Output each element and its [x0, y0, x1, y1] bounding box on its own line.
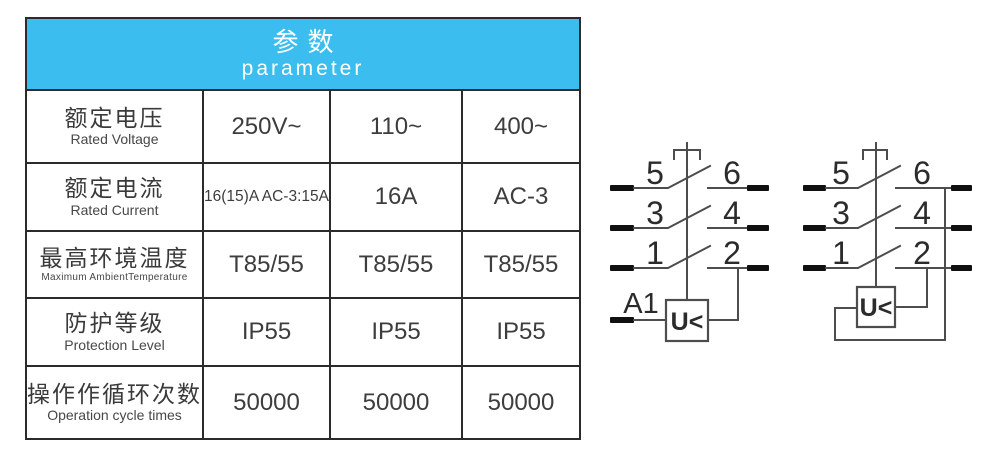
terminal-stub	[610, 185, 634, 191]
contact-5-6	[610, 164, 769, 191]
terminal-label-2: 2	[723, 235, 741, 271]
value-text: 16(15)A AC-3:15A	[204, 188, 329, 205]
label-en: Rated Current	[70, 201, 159, 218]
wiring-diagram-right: 5 6 3 4 1 2 U<	[803, 142, 972, 341]
value-text: 50000	[487, 388, 555, 416]
value-text: T85/55	[483, 250, 559, 278]
value-text: T85/55	[358, 250, 434, 278]
table-title-zh: 参数	[272, 26, 343, 57]
coil-to-terminal2-wire	[894, 267, 928, 308]
terminal-label-2: 2	[913, 235, 931, 271]
terminal-label-3: 3	[646, 195, 664, 231]
contact-1-2	[610, 244, 769, 271]
row-label-protection-level: 防护等级 Protection Level	[27, 297, 202, 365]
cell-protection-3: IP55	[461, 297, 579, 365]
terminal-label-6: 6	[913, 155, 931, 191]
contact-3-4	[803, 204, 972, 231]
row-label-max-ambient-temperature: 最高环境温度 Maximum AmbientTemperature	[27, 230, 202, 297]
row-label-rated-current: 额定电流 Rated Current	[27, 162, 202, 230]
push-button-actuator-icon	[673, 142, 701, 301]
cell-protection-1: IP55	[202, 297, 329, 365]
terminal-label-6: 6	[723, 155, 741, 191]
cell-cycles-3: 50000	[461, 365, 579, 438]
value-text: 16A	[374, 183, 418, 210]
label-zh: 额定电流	[64, 175, 165, 202]
value-text: T85/55	[229, 250, 304, 278]
value-text: 50000	[233, 388, 300, 416]
row-label-rated-voltage: 额定电压 Rated Voltage	[27, 89, 202, 162]
label-zh: 最高环境温度	[39, 245, 190, 272]
value-text: 110~	[369, 112, 423, 140]
label-en: Maximum AmbientTemperature	[41, 271, 188, 283]
terminal-label-4: 4	[913, 195, 931, 231]
contact-5-6	[803, 164, 972, 191]
cell-rated-voltage-1: 250V~	[202, 89, 329, 162]
cell-cycles-2: 50000	[329, 365, 461, 438]
terminal-label-4: 4	[723, 195, 741, 231]
label-en: Operation cycle times	[47, 407, 182, 424]
terminal-label-5: 5	[832, 155, 850, 191]
push-button-actuator-icon	[862, 142, 888, 288]
cell-max-temp-1: T85/55	[202, 230, 329, 297]
coil-to-terminal2-wire	[707, 267, 739, 321]
terminal-stub	[951, 185, 972, 191]
contact-3-4	[610, 204, 769, 231]
value-text: AC-3	[493, 183, 549, 210]
cell-protection-2: IP55	[329, 297, 461, 365]
undervoltage-release-box	[855, 285, 897, 329]
label-en: Protection Level	[64, 336, 165, 353]
terminal-stub	[803, 265, 826, 271]
label-zh: 防护等级	[64, 310, 165, 337]
coil-terminal-a1	[610, 317, 667, 323]
terminal-stub	[610, 265, 634, 271]
table-title-en: parameter	[241, 57, 365, 81]
row-label-operation-cycle-times: 操作作循环次数 Operation cycle times	[27, 365, 202, 438]
terminal-stub	[803, 225, 826, 231]
terminal-stub	[951, 225, 972, 231]
label-en: Rated Voltage	[70, 131, 159, 148]
label-zh: 操作作循环次数	[27, 380, 202, 407]
cell-rated-current-2: 16A	[329, 162, 461, 230]
label-zh: 额定电压	[64, 104, 165, 131]
undervoltage-release-box	[664, 298, 710, 343]
cell-max-temp-3: T85/55	[461, 230, 579, 297]
table-header: 参数 parameter	[27, 19, 579, 89]
terminal-stub	[610, 225, 634, 231]
cell-rated-voltage-3: 400~	[461, 89, 579, 162]
value-text: 250V~	[231, 112, 302, 140]
parameter-table: 参数 parameter 额定电压 Rated Voltage 250V~ 11…	[25, 17, 581, 440]
terminal-stub	[803, 185, 826, 191]
terminal-label-1: 1	[646, 235, 664, 271]
terminal-stub	[747, 265, 769, 271]
terminal-stub	[610, 317, 634, 323]
terminal-stub	[747, 225, 769, 231]
terminal-label-a1: A1	[623, 288, 658, 320]
value-text: 400~	[493, 112, 549, 140]
terminal-stub	[951, 265, 972, 271]
terminal-stub	[747, 185, 769, 191]
value-text: IP55	[241, 318, 292, 345]
undervoltage-release-label: U<	[860, 294, 893, 322]
coil-return-wire	[834, 307, 946, 341]
terminal-label-5: 5	[646, 155, 664, 191]
contact-1-2	[803, 244, 972, 271]
cell-max-temp-2: T85/55	[329, 230, 461, 297]
undervoltage-release-label: U<	[671, 308, 704, 336]
value-text: 50000	[362, 388, 430, 416]
cell-rated-current-3: AC-3	[461, 162, 579, 230]
cell-rated-voltage-2: 110~	[329, 89, 461, 162]
cell-cycles-1: 50000	[202, 365, 329, 438]
wiring-diagram-left: 5 6 3 4 1 2 A1 U<	[610, 142, 769, 343]
value-text: IP55	[371, 318, 421, 345]
cell-rated-current-1: 16(15)A AC-3:15A	[202, 162, 329, 230]
terminal-label-3: 3	[832, 195, 850, 231]
value-text: IP55	[496, 318, 546, 345]
terminal-label-1: 1	[832, 235, 850, 271]
